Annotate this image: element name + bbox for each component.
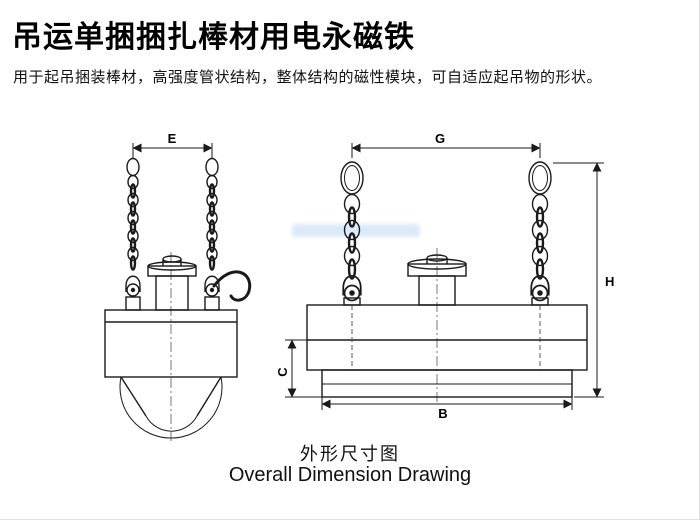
dim-c: C: [275, 339, 322, 398]
watermark: [292, 224, 420, 237]
page-subtitle: 用于起吊捆装棒材，高强度管状结构，整体结构的磁性模块，可自适应起吊物的形状。: [13, 69, 603, 86]
magnet-body-side: [306, 304, 588, 371]
dim-h: H: [553, 162, 614, 398]
chain-right: [531, 193, 549, 280]
side-view: G: [275, 131, 614, 421]
shackle-icon: [204, 275, 220, 297]
dim-label-b: B: [438, 406, 447, 421]
pole-and-bundle: [119, 376, 223, 439]
release-handle: [212, 270, 252, 302]
dim-label-g: G: [435, 131, 445, 146]
dim-label-h: H: [605, 274, 614, 289]
page-title: 吊运单捆捆扎棒材用电永磁铁: [12, 21, 415, 54]
dim-b: B: [321, 397, 573, 421]
magnet-body-front: [104, 309, 238, 378]
lifting-lug: [125, 296, 141, 311]
chain-top-ring: [126, 157, 140, 177]
dim-e: E: [132, 131, 213, 158]
lifting-lug: [204, 296, 220, 311]
chain-top-ring: [205, 157, 219, 177]
dim-g: G: [351, 131, 541, 158]
chain-right: [206, 174, 218, 271]
dim-label-c: C: [275, 367, 290, 377]
chain-left: [343, 193, 361, 280]
chain-left: [127, 174, 139, 271]
master-link: [528, 161, 552, 195]
master-link: [340, 161, 364, 195]
front-view: E: [104, 131, 252, 441]
top-cylinder: [147, 255, 197, 311]
caption-cn: 外形尺寸图: [300, 444, 400, 464]
dim-label-e: E: [168, 131, 177, 146]
caption-en: Overall Dimension Drawing: [228, 464, 472, 486]
shackle-icon: [125, 275, 141, 297]
